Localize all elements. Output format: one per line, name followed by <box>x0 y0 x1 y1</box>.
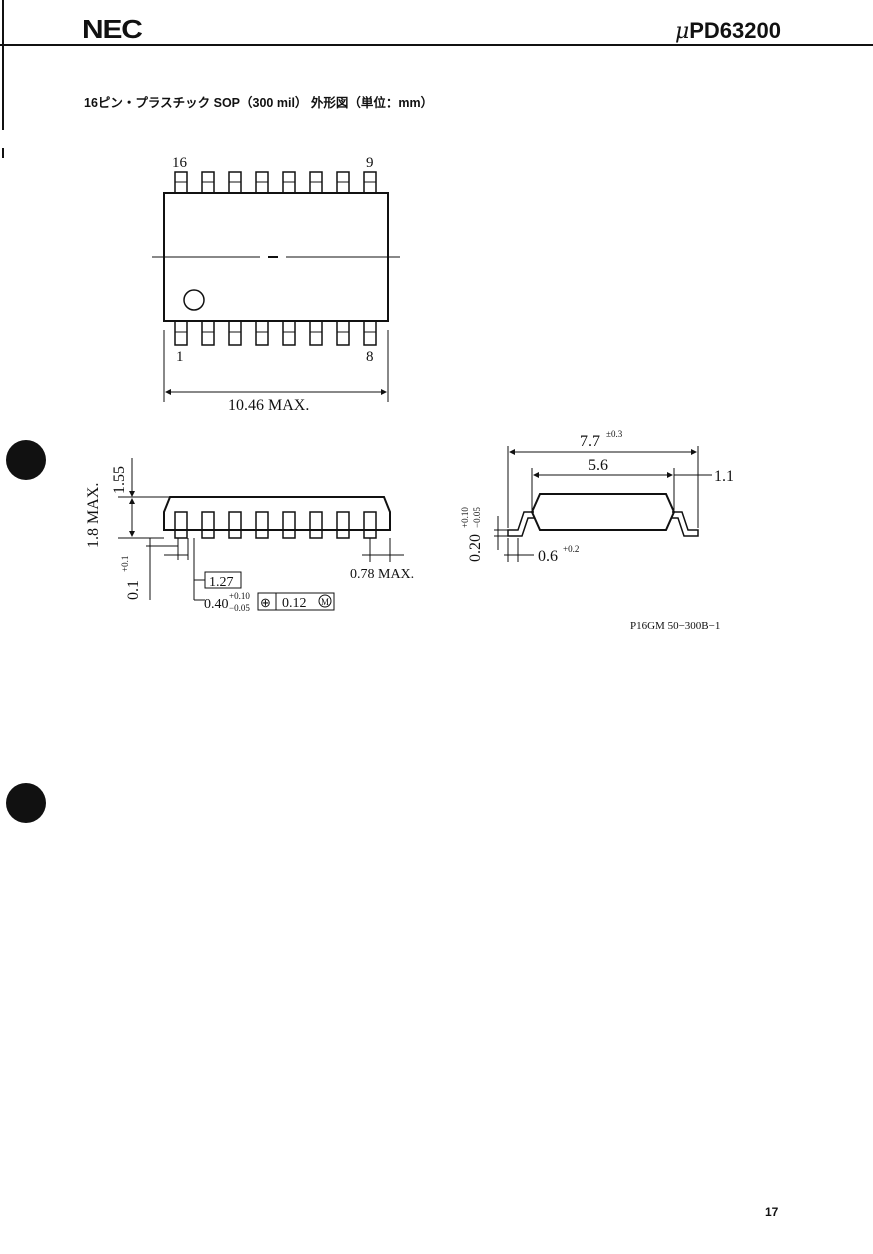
nec-logo: NEC <box>82 14 143 44</box>
pin-lead <box>201 320 215 346</box>
dim-lead-width-tol-plus: +0.10 <box>229 591 250 601</box>
drawing-code: P16GM 50−300B−1 <box>630 620 721 632</box>
dim-lead-thickness: 0.20 <box>467 534 484 562</box>
lead-right <box>672 511 699 537</box>
pin1-indicator-icon <box>183 289 205 311</box>
pin-label-16: 16 <box>172 155 188 171</box>
package-body-end <box>530 493 676 531</box>
dim-lead-width: 0.40 <box>204 597 229 612</box>
pin-lead <box>174 320 188 346</box>
side-lead <box>336 511 350 539</box>
dim-standoff-tol: +0.1 <box>120 556 130 572</box>
page-number: 17 <box>765 1205 779 1219</box>
pin-lead <box>309 320 323 346</box>
dim-position-tol: 0.12 <box>282 596 307 611</box>
pitch-box <box>204 571 242 589</box>
pin-lead <box>282 320 296 346</box>
dim-pitch: 1.27 <box>209 575 234 590</box>
dim-foot-length-tol: +0.2 <box>563 544 579 554</box>
left-margin-tick <box>2 148 4 158</box>
dim-foot-length: 0.6 <box>538 548 558 565</box>
top-pin-row <box>174 171 377 194</box>
pin-label-9: 9 <box>366 155 374 171</box>
drawing-title: 16ピン・プラスチック SOP（300 mil） 外形図（単位：mm） <box>84 96 434 110</box>
side-lead <box>174 511 188 539</box>
pin-lead <box>255 320 269 346</box>
lead-left <box>507 511 534 537</box>
pin-label-8: 8 <box>366 349 374 365</box>
bottom-pin-row <box>174 320 377 346</box>
side-lead <box>282 511 296 539</box>
micro-prefix: μ <box>674 19 690 44</box>
dim-lead-width-tol-minus: −0.05 <box>229 603 250 613</box>
dim-body-width: 5.6 <box>588 457 608 474</box>
top-view <box>152 171 400 402</box>
dim-overall-width-tol: ±0.3 <box>606 429 623 439</box>
dim-body-height: 1.55 <box>111 466 128 494</box>
side-lead <box>309 511 323 539</box>
left-margin-line <box>2 0 4 130</box>
position-symbol-icon: ⊕ <box>260 595 271 610</box>
pin-lead <box>336 320 350 346</box>
mmc-symbol-letter: M <box>321 597 329 607</box>
side-lead <box>255 511 269 539</box>
pin-lead <box>228 320 242 346</box>
package-body-side <box>163 496 391 531</box>
dim-overall-width: 7.7 <box>580 433 600 450</box>
dim-end-overhang: 0.78 MAX. <box>350 567 414 582</box>
side-lead <box>363 511 377 539</box>
part-number-text: PD63200 <box>689 18 781 43</box>
end-view <box>494 446 712 562</box>
header-rule <box>0 44 873 46</box>
dim-lead-length: 1.1 <box>714 468 734 485</box>
dim-length: 10.46 MAX. <box>228 397 309 414</box>
side-lead <box>201 511 215 539</box>
pin-label-1: 1 <box>176 349 184 365</box>
side-lead-row <box>174 511 377 539</box>
side-lead <box>228 511 242 539</box>
binder-hole-icon <box>6 783 46 823</box>
side-view <box>118 458 404 611</box>
mmc-symbol-icon <box>318 594 332 608</box>
dim-lead-thickness-tol-plus: +0.10 <box>460 507 470 528</box>
dim-total-height: 1.8 MAX. <box>85 483 102 548</box>
dim-standoff: 0.1 <box>125 580 142 600</box>
pin-lead <box>363 320 377 346</box>
dim-lead-thickness-tol-minus: −0.05 <box>472 507 482 528</box>
binder-hole-icon <box>6 440 46 480</box>
part-number: μPD63200 <box>675 18 781 44</box>
position-tolerance-frame <box>257 592 335 611</box>
